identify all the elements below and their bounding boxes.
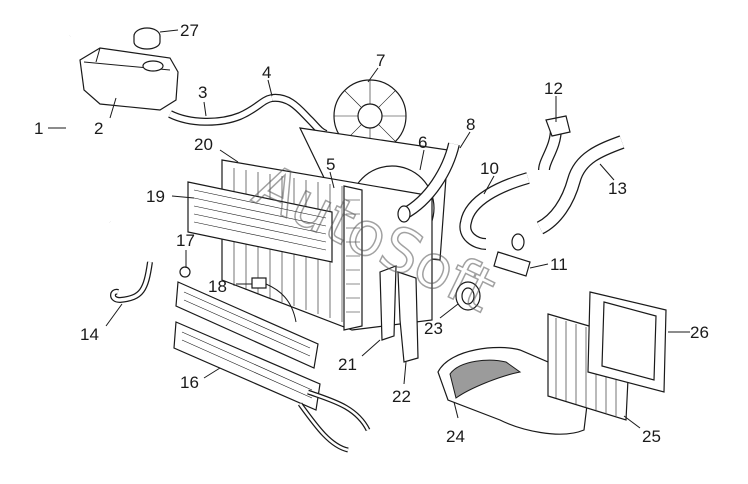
callout-22: 22 (392, 387, 411, 406)
callout-23: 23 (424, 319, 443, 338)
callout-17: 17 (176, 231, 195, 250)
callout-13: 13 (608, 179, 627, 198)
callout-24: 24 (446, 427, 465, 446)
callout-6: 6 (418, 133, 427, 152)
callout-19: 19 (146, 187, 165, 206)
part-19-condenser (187, 181, 333, 263)
part-14-pipe (110, 261, 153, 304)
part-23-coupling (455, 281, 481, 311)
part-26-shroud (587, 291, 667, 393)
callout-5: 5 (326, 155, 335, 174)
part-13-hose (536, 135, 625, 235)
callout-18: 18 (208, 277, 227, 296)
part-12-hose (538, 115, 571, 171)
part-27-cap (133, 27, 161, 50)
callout-1: 1 (34, 119, 43, 138)
part-7-fan (333, 79, 407, 153)
callout-27: 27 (180, 21, 199, 40)
part-17-oil-cooler (175, 266, 319, 369)
callout-3: 3 (198, 83, 207, 102)
part-18-sensor (251, 277, 297, 323)
callout-20: 20 (194, 135, 213, 154)
callout-10: 10 (480, 159, 499, 178)
callout-8: 8 (466, 115, 475, 134)
part-1-hose (59, 33, 112, 224)
part-21-bracket (379, 265, 397, 341)
part-10-hose (459, 172, 530, 250)
part-8-hose (397, 142, 460, 223)
callout-21: 21 (338, 355, 357, 374)
callout-14: 14 (80, 325, 99, 344)
callout-12: 12 (544, 79, 563, 98)
callout-labels: 27 2 1 3 4 7 6 5 20 19 8 10 11 12 13 14 … (34, 21, 709, 446)
callout-7: 7 (376, 51, 385, 70)
part-22-bracket (397, 271, 419, 363)
part-2-expansion-tank (79, 47, 179, 111)
callout-11: 11 (550, 255, 568, 274)
callout-25: 25 (642, 427, 661, 446)
part-11-pipe (493, 233, 531, 277)
callout-16: 16 (180, 373, 199, 392)
part-16-cooler (173, 321, 371, 453)
callout-26: 26 (690, 323, 709, 342)
callout-4: 4 (262, 63, 271, 82)
callout-2: 2 (94, 119, 103, 138)
part-4-hose (271, 93, 328, 138)
part-3-hose (168, 94, 274, 126)
leader-lines (48, 29, 690, 429)
